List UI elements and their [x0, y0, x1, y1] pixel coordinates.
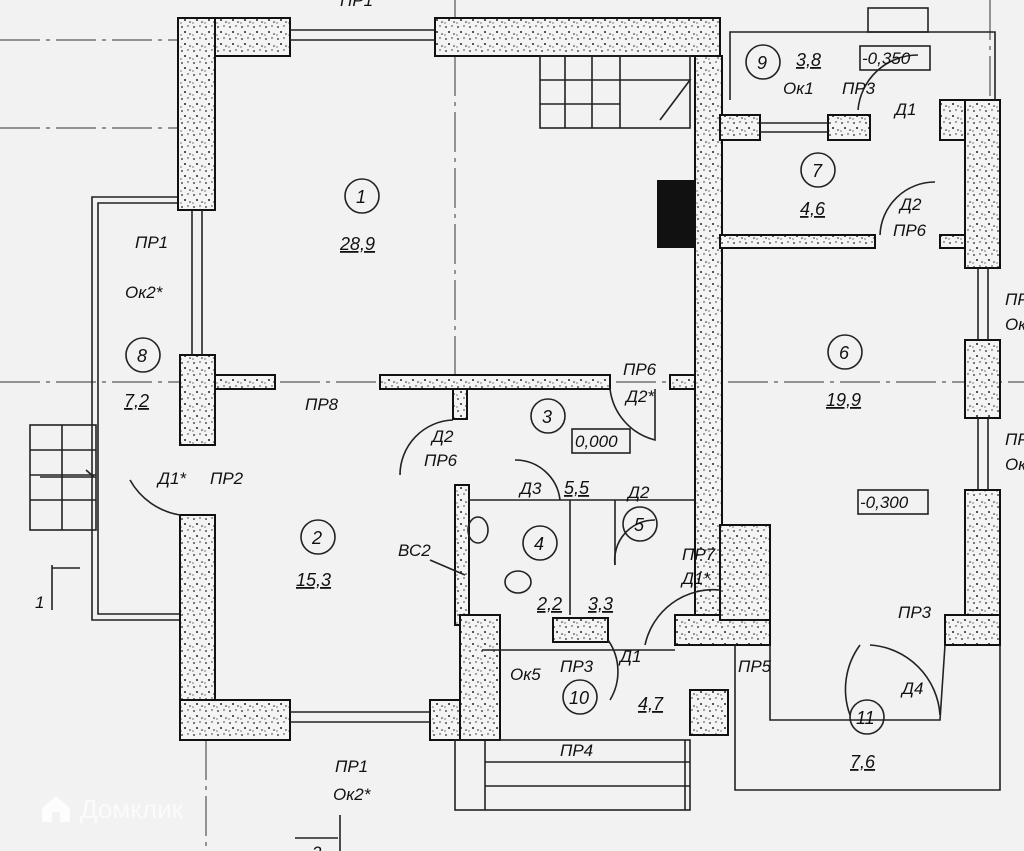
room-8-area: 7,2 [124, 391, 149, 411]
label-pr-right-2: ПР [1005, 430, 1024, 449]
label-pr6-b: ПР6 [623, 360, 657, 379]
label-d2-a: Д2 [430, 427, 454, 446]
section-markers: 1 2 [35, 565, 341, 851]
label-ok-right-2: Ок [1005, 455, 1024, 474]
room-markers [125, 44, 931, 735]
label-pr3-b: ПР3 [898, 603, 932, 622]
door-swings [129, 54, 941, 716]
room-6-area: 19,9 [826, 390, 861, 410]
room-9-number: 9 [757, 53, 767, 73]
room-7-number: 7 [812, 161, 823, 181]
label-pr4: ПР4 [560, 741, 593, 760]
windows [191, 29, 989, 723]
label-pr3-c: ПР3 [842, 79, 876, 98]
staircase [539, 55, 692, 129]
room-2-number: 2 [311, 528, 322, 548]
room-11-area: 7,6 [850, 752, 876, 772]
label-d4: Д4 [900, 679, 923, 698]
label-pr6-a: ПР6 [424, 451, 458, 470]
label-pr2: ПР2 [210, 469, 244, 488]
label-pr1-top: ПР1 [340, 0, 373, 10]
label-pr8: ПР8 [305, 395, 339, 414]
label-pr6-c: ПР6 [893, 221, 927, 240]
room-10-number: 10 [569, 688, 589, 708]
label-d1s-left: Д1* [156, 469, 187, 488]
section-1-label: 1 [35, 593, 44, 612]
room-1-area: 28,9 [339, 234, 375, 254]
label-pr1-bottom: ПР1 [335, 757, 368, 776]
walls [177, 17, 1001, 741]
label-pr1-left: ПР1 [135, 233, 168, 252]
label-ok2-left: Ок2* [125, 283, 164, 302]
room-6-number: 6 [839, 343, 850, 363]
label-ok2-bottom: Ок2* [333, 785, 372, 804]
room-5-number: 5 [634, 515, 645, 535]
level-room-9: -0,350 [862, 49, 911, 68]
room-4-area: 2,2 [536, 594, 562, 614]
section-2-label: 2 [311, 843, 322, 851]
watermark: Домклик [42, 794, 184, 824]
porch-room-8 [29, 196, 180, 621]
label-d2-c: Д2 [898, 195, 922, 214]
label-pr7: ПР7 [682, 545, 716, 564]
label-d1-a: Д1 [618, 647, 641, 666]
room-3-number: 3 [542, 407, 552, 427]
room-9-area: 3,8 [796, 50, 821, 70]
label-d2-b: Д2 [626, 483, 650, 502]
label-d1-b: Д1 [893, 100, 916, 119]
label-vs2: ВС2 [398, 541, 431, 560]
label-pr-right-1: ПР [1005, 290, 1024, 309]
home-logo-icon [42, 796, 70, 822]
outlines [454, 7, 1001, 811]
opening-labels: ПР1 ПР1 Ок2* ПР8 Д1* ПР2 Д2 ПР6 ПР6 Д2* … [125, 0, 1024, 804]
watermark-text: Домклик [80, 794, 184, 824]
label-ok-right-1: Ок [1005, 315, 1024, 334]
room-3-area: 5,5 [564, 478, 590, 498]
room-2-area: 15,3 [296, 570, 331, 590]
label-ok1: Ок1 [783, 79, 814, 98]
room-7-area: 4,6 [800, 199, 826, 219]
level-room-6: -0,300 [860, 493, 909, 512]
room-11-number: 11 [856, 708, 875, 728]
label-d1s-b: Д1* [680, 569, 711, 588]
label-ok5: Ок5 [510, 665, 541, 684]
room-labels: 1 28,9 2 15,3 3 5,5 4 2,2 5 3,3 6 19,9 7… [124, 49, 911, 772]
room-1-number: 1 [356, 187, 366, 207]
label-pr5: ПР5 [738, 657, 772, 676]
room-8-number: 8 [137, 346, 147, 366]
label-d2s: Д2* [624, 387, 655, 406]
room-5-area: 3,3 [588, 594, 613, 614]
room-4-number: 4 [534, 534, 544, 554]
room-10-area: 4,7 [638, 694, 664, 714]
label-pr3-a: ПР3 [560, 657, 594, 676]
level-main: 0,000 [575, 432, 618, 451]
label-d3: Д3 [518, 479, 542, 498]
